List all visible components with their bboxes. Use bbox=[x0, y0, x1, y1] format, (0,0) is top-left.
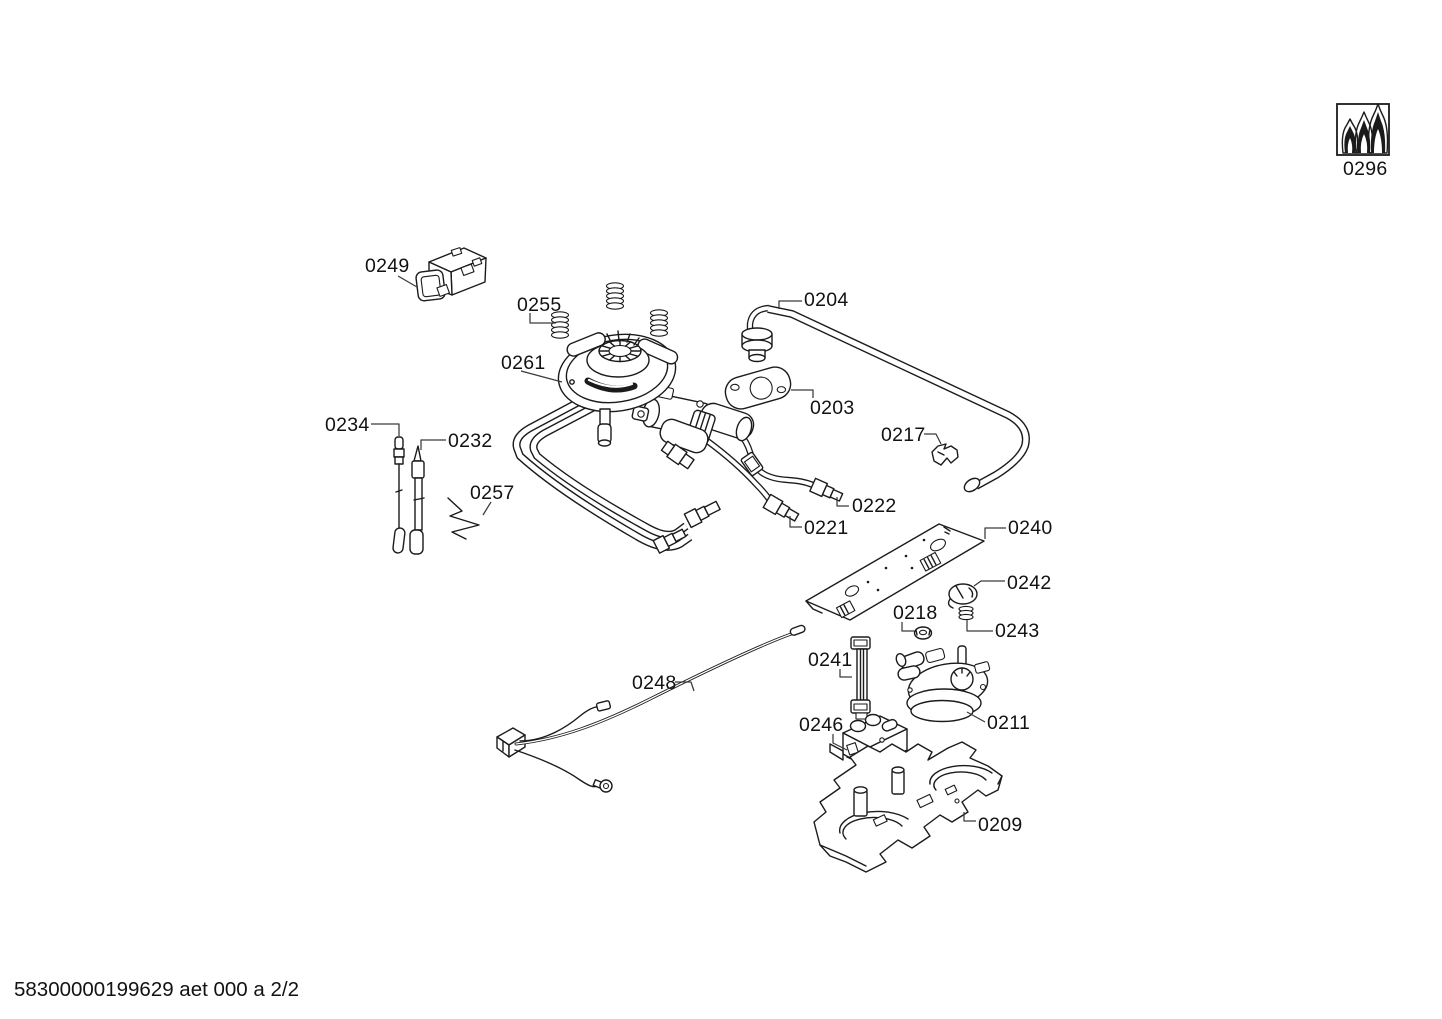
callout-labels: 0249 0255 0261 0204 0203 0217 0234 0232 … bbox=[325, 255, 1053, 836]
part-0222-injector bbox=[809, 477, 844, 502]
part-0241-ribbon-cable bbox=[850, 636, 871, 720]
callout-0243: 0243 bbox=[995, 620, 1040, 642]
burner-supply-loop-tubes bbox=[512, 392, 721, 554]
part-0234-thermocouple bbox=[392, 436, 406, 554]
part-0218-nut bbox=[913, 626, 933, 640]
part-0248-cable-harness bbox=[496, 624, 806, 793]
callout-0241: 0241 bbox=[808, 649, 853, 671]
part-0204-inlet-tube bbox=[741, 304, 1030, 493]
callout-0255: 0255 bbox=[517, 294, 562, 316]
callout-0240: 0240 bbox=[1008, 517, 1053, 539]
callout-0217: 0217 bbox=[881, 424, 926, 446]
document-code: 58300000199629 aet 000 a 2/2 bbox=[14, 978, 299, 1001]
callout-0248: 0248 bbox=[632, 672, 677, 694]
callout-0204: 0204 bbox=[804, 289, 849, 311]
part-0232-electrode bbox=[409, 445, 425, 555]
callout-0249: 0249 bbox=[365, 255, 410, 277]
part-0209-burner-tray bbox=[813, 741, 1003, 873]
injector-tubes bbox=[704, 413, 844, 522]
callout-0209: 0209 bbox=[978, 814, 1023, 836]
callout-0203: 0203 bbox=[810, 397, 855, 419]
callout-0211: 0211 bbox=[987, 712, 1030, 734]
manifold-assembly bbox=[631, 385, 755, 470]
callout-leader-lines bbox=[371, 275, 1006, 822]
callout-0222: 0222 bbox=[852, 495, 897, 517]
callout-0221: 0221 bbox=[804, 517, 849, 539]
part-0257-spring-clip bbox=[447, 497, 480, 540]
part-0203-gasket bbox=[724, 366, 792, 410]
part-0255-springs bbox=[550, 282, 669, 339]
callout-0261: 0261 bbox=[501, 352, 546, 374]
callout-0246: 0246 bbox=[799, 714, 844, 736]
callout-0232: 0232 bbox=[448, 430, 493, 452]
callout-0242: 0242 bbox=[1007, 572, 1052, 594]
callout-0296: 0296 bbox=[1343, 158, 1388, 180]
part-0249-connector bbox=[415, 247, 487, 302]
flame-variant-icon: 0296 bbox=[1336, 103, 1390, 180]
part-0243-spring bbox=[958, 605, 974, 621]
callout-0234: 0234 bbox=[325, 414, 370, 436]
callout-0218: 0218 bbox=[893, 602, 938, 624]
part-0240-control-board bbox=[805, 523, 985, 621]
part-0242-cap bbox=[947, 583, 978, 609]
part-0221-injector bbox=[762, 493, 800, 522]
part-0217-clip bbox=[931, 443, 959, 466]
part-0211-gas-valve bbox=[895, 645, 991, 723]
part-0261-burner-base bbox=[557, 330, 679, 447]
callout-0257: 0257 bbox=[470, 482, 515, 504]
